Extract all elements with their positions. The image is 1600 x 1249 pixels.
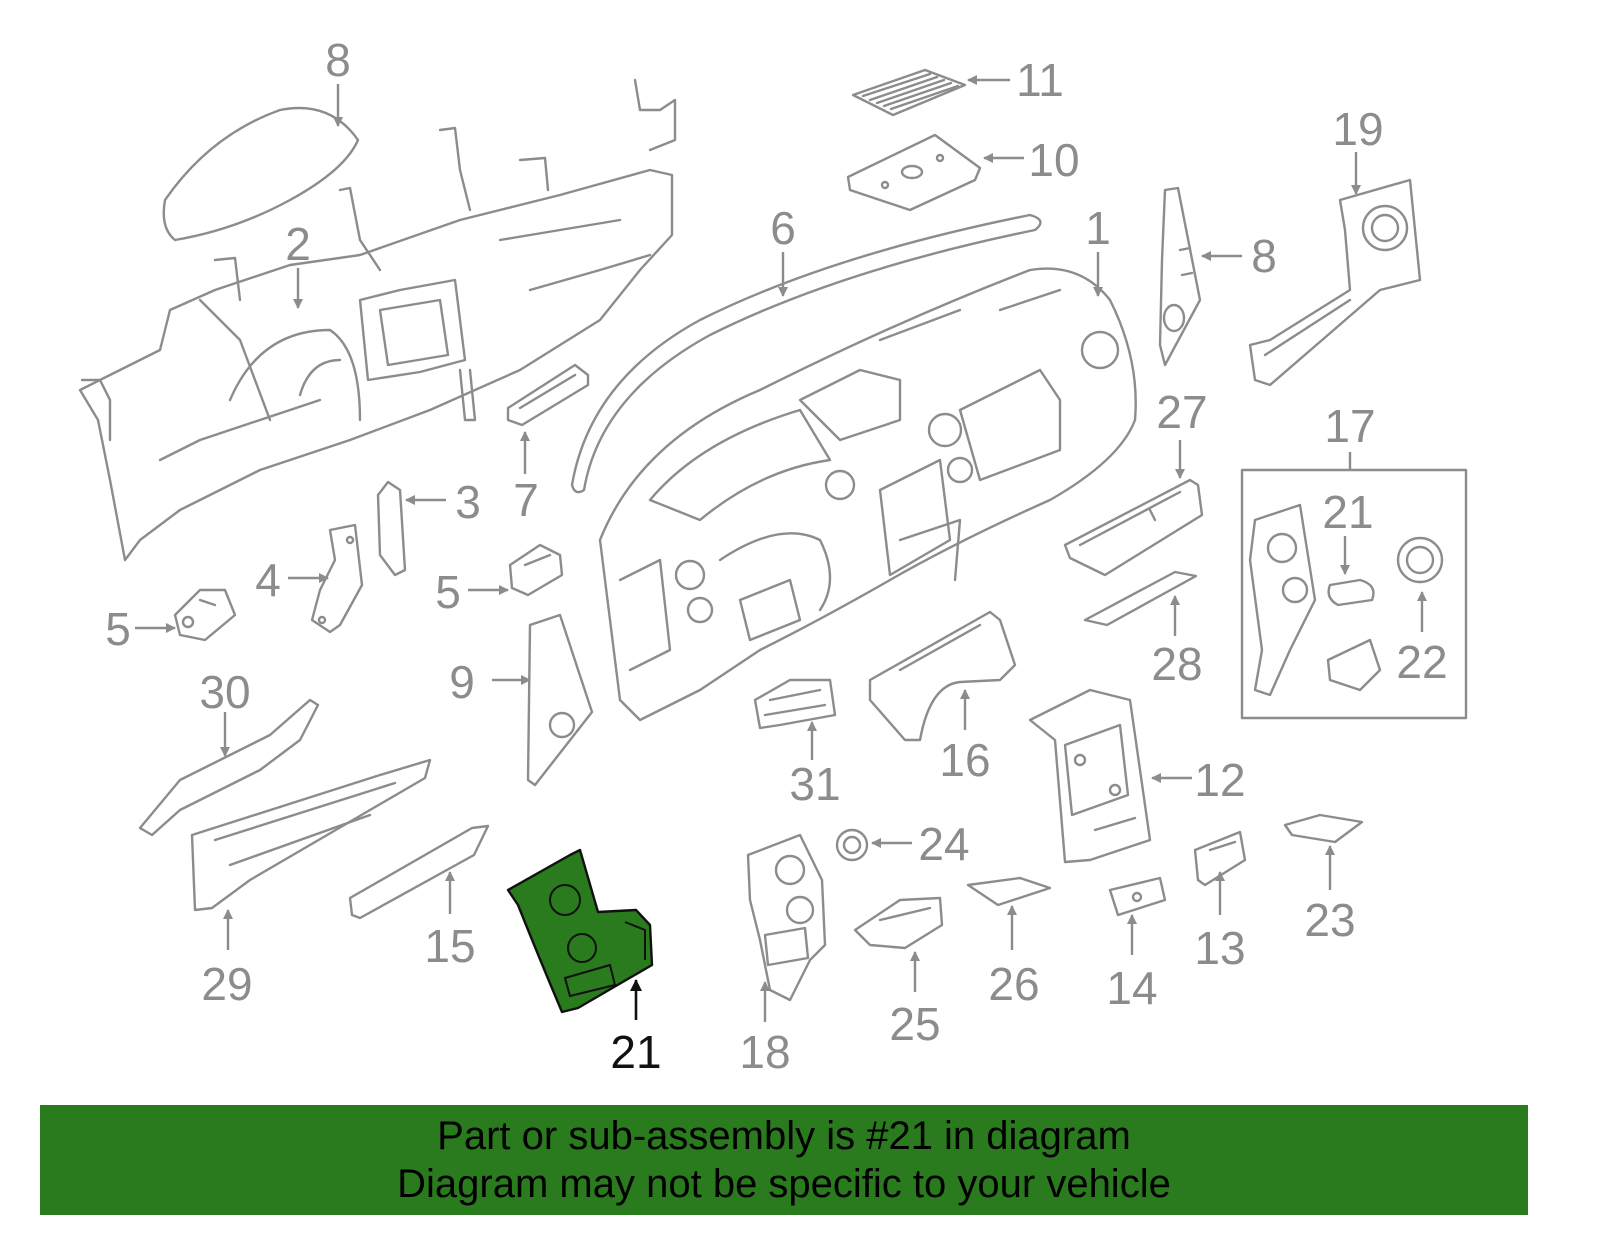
part-17-shape (868, 610, 1017, 742)
part-3-shape (376, 480, 407, 577)
part-29-shape (1083, 570, 1198, 627)
part-15-shape (1108, 876, 1167, 917)
part-18-group (1240, 468, 1468, 720)
callout-29: 28 (1151, 638, 1202, 690)
callout-17: 16 (939, 734, 990, 786)
callout-11: 10 (1028, 134, 1079, 186)
part-14-shape (1193, 830, 1247, 887)
callout-25: 24 (918, 818, 969, 870)
callout-28: 27 (1156, 386, 1207, 438)
callout-26: 25 (889, 998, 940, 1050)
callout-7: 7 (513, 474, 539, 526)
callout-2: 2 (285, 218, 311, 270)
callout-27: 26 (988, 958, 1039, 1010)
callout-24: 23 (1304, 894, 1355, 946)
part-7-shape (506, 363, 590, 427)
part-1-shape (598, 267, 1137, 722)
part-20-shape (1248, 178, 1422, 387)
leader-lines (135, 75, 1427, 1022)
part-27-shape (966, 876, 1052, 907)
callout-14: 13 (1194, 922, 1245, 974)
part-28-shape (1063, 478, 1204, 577)
part-24-shape (1283, 813, 1364, 844)
part-11-shape (846, 133, 982, 212)
callout-3: 3 (455, 476, 481, 528)
part-9-shape (1158, 186, 1202, 367)
info-banner: Part or sub-assembly is #21 in diagram D… (40, 1105, 1528, 1215)
part-8-shape (162, 106, 360, 242)
part-2-shape (78, 78, 677, 562)
part-13-shape (1028, 688, 1152, 864)
callout-5-left: 5 (105, 603, 131, 655)
part-4-shape (310, 523, 364, 634)
callout-21-highlighted: 21 (610, 1026, 661, 1078)
part-21-shape (506, 848, 654, 1014)
part-19-shape (746, 833, 827, 1002)
callout-30: 29 (201, 958, 252, 1010)
callout-9: 8 (1251, 230, 1277, 282)
part-32-shape (753, 678, 837, 730)
callout-23: 22 (1396, 636, 1447, 688)
callout-10: 9 (449, 656, 475, 708)
part-5-middle-shape (508, 543, 564, 597)
callout-5-middle: 5 (435, 566, 461, 618)
part-16-shape (348, 824, 490, 920)
part-10-shape (526, 613, 594, 787)
part-26-shape (853, 896, 944, 950)
callout-19: 18 (739, 1026, 790, 1078)
callout-6: 6 (770, 202, 796, 254)
callout-4: 4 (255, 554, 281, 606)
callout-18: 17 (1324, 400, 1375, 452)
callout-22: 21 (1322, 486, 1373, 538)
callout-12: 11 (1016, 54, 1064, 106)
callout-labels: 8 2 11 10 6 1 8 19 7 3 4 5 5 9 27 28 17 … (105, 34, 1447, 1078)
part-30-shape (190, 758, 432, 912)
part-12-shape (851, 68, 967, 117)
callout-8: 8 (325, 34, 351, 86)
callout-20: 19 (1332, 103, 1383, 155)
banner-line-disclaimer: Diagram may not be specific to your vehi… (397, 1162, 1171, 1206)
callout-16: 15 (424, 920, 475, 972)
callout-15: 14 (1106, 962, 1157, 1014)
callout-31: 30 (199, 666, 250, 718)
part-6-shape (570, 213, 1042, 494)
part-25-shape (835, 828, 869, 862)
callout-13: 12 (1194, 754, 1245, 806)
banner-line-part-number: Part or sub-assembly is #21 in diagram (437, 1114, 1131, 1158)
part-31-shape (138, 698, 320, 837)
part-5-left-shape (173, 588, 237, 642)
callout-1: 1 (1085, 202, 1111, 254)
callout-32: 31 (789, 758, 840, 810)
